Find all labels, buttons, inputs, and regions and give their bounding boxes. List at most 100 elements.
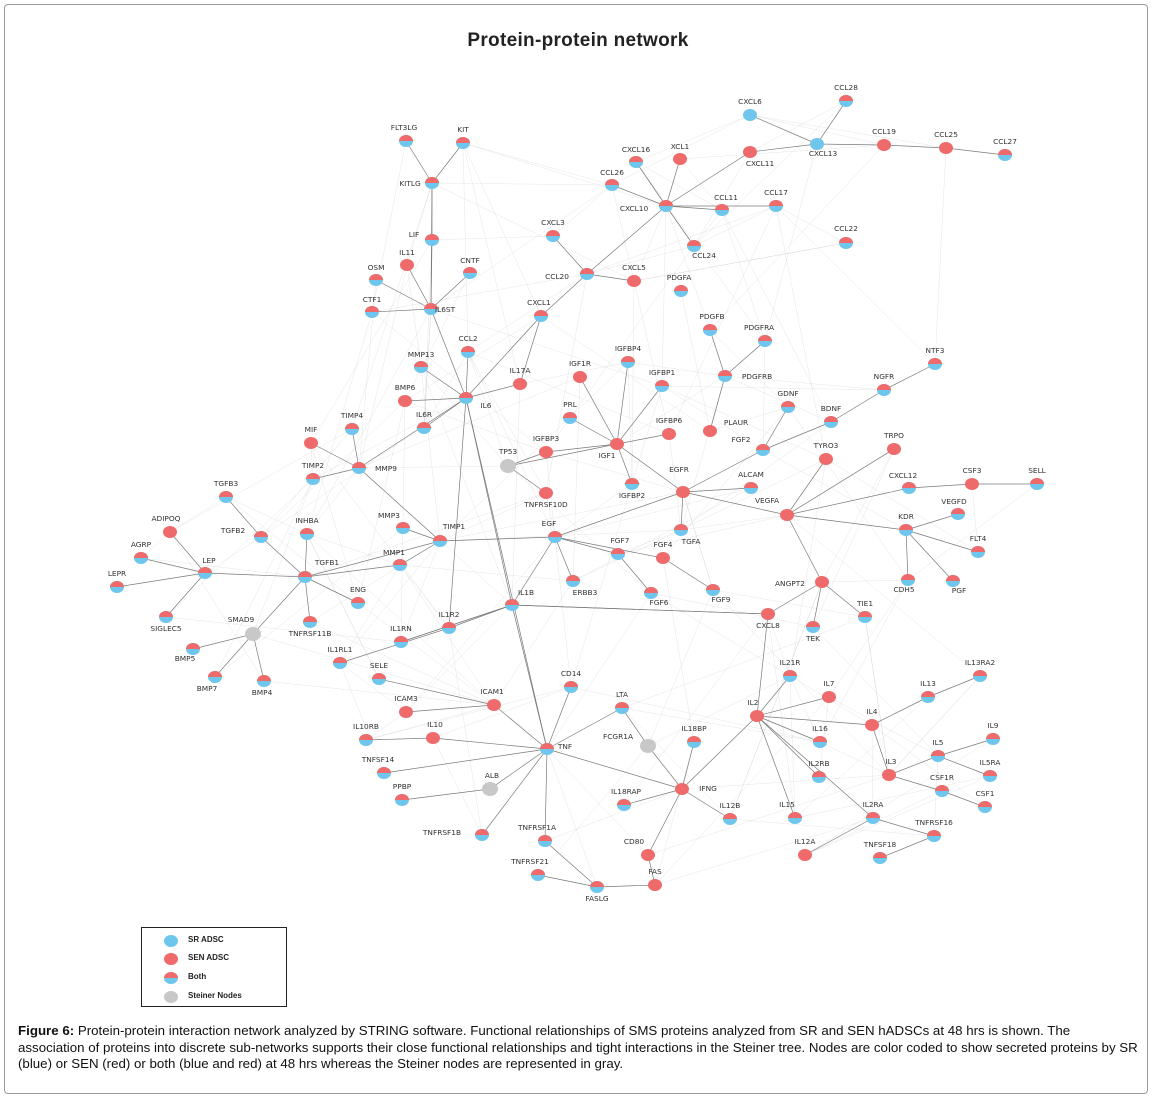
node-ngfr: NGFR [874, 372, 894, 396]
background-edge [572, 487, 752, 582]
edge-xcl1-cxcl10 [665, 158, 681, 207]
node-fill-sen [931, 750, 945, 756]
node-fill-sen [219, 491, 233, 497]
node-fill-sen [257, 675, 271, 681]
edge-il2-il21r [756, 675, 791, 717]
node-label: IGF1 [599, 451, 616, 460]
background-edge [647, 774, 890, 856]
background-edge [554, 487, 752, 538]
node-fill-sen [611, 548, 625, 554]
background-edge [775, 205, 827, 460]
node-fgf6: FGF6 [644, 587, 669, 607]
node-fill-sen [750, 710, 764, 722]
node-il12a: IL12A [795, 837, 816, 861]
node-label: CCL11 [714, 193, 738, 202]
node-label: CTF1 [363, 295, 382, 304]
node-fill-sen [798, 849, 812, 861]
edge-il10-tnf [432, 737, 548, 750]
node-pdgfb: PDGFB [699, 312, 725, 336]
node-fill-sen [758, 335, 772, 341]
edge-il2-il4 [756, 715, 873, 726]
background-edge [729, 818, 935, 837]
background-edge [693, 209, 723, 247]
node-fill-sen [563, 412, 577, 418]
node-fill-sen [921, 691, 935, 697]
node-tgfb1: TGFB1 [298, 558, 339, 583]
edge-tp53-tnfrsf10d [507, 465, 547, 494]
background-edge [358, 465, 509, 469]
node-fill-sen [986, 733, 1000, 739]
node-fill-sen [625, 478, 639, 484]
edge-il4-il3 [871, 724, 890, 776]
background-edge [762, 340, 766, 451]
background-edge [462, 142, 667, 207]
node-ccl28: CCL28 [834, 83, 858, 107]
background-edge [169, 428, 353, 533]
figure-label: Figure 6: [18, 1023, 75, 1038]
edge-angpt2-tie1 [821, 581, 866, 618]
node-tnfrsf16: TNFRSF16 [914, 818, 953, 842]
background-edge [545, 417, 571, 453]
edge-il6-tnf [465, 397, 548, 750]
node-fill-sen [839, 95, 853, 101]
node-igfbp3: IGFBP3 [533, 434, 559, 458]
background-edge [586, 245, 695, 275]
background-edge [405, 604, 513, 713]
node-kdr: KDR [898, 512, 914, 536]
node-faslg: FASLG [585, 881, 609, 903]
edge-tnf-ifng [546, 748, 683, 790]
node-xcl1: XCL1 [671, 142, 690, 165]
background-edge [864, 616, 890, 776]
node-label: IL6 [481, 401, 492, 410]
background-edge [545, 451, 572, 688]
node-fill-sen [433, 535, 447, 541]
background-edge [775, 205, 847, 244]
node-fill-sen [399, 706, 413, 718]
node-fill-sen [1030, 478, 1044, 484]
node-bmp6: BMP6 [395, 383, 416, 407]
background-edge [693, 151, 751, 247]
node-fill-sen [627, 275, 641, 287]
node-label: IL11 [399, 248, 415, 257]
background-edge [448, 627, 483, 836]
edge-ccl20-cxcl1 [540, 273, 588, 317]
edge-igf1r-igf1 [579, 376, 618, 445]
node-fill-sen [674, 285, 688, 291]
node-label: CDH5 [893, 585, 914, 594]
node-label: FGF9 [712, 595, 731, 604]
node-vegfa: VEGFA [755, 496, 794, 521]
edge-cxcl16-cxcl10 [635, 161, 667, 207]
edge-faslg-tnfrsf21 [537, 874, 598, 888]
background-edge [358, 376, 581, 469]
edge-ifng-cd80 [647, 788, 683, 856]
edge-kdr-pgf [905, 529, 954, 582]
background-edge [729, 581, 823, 820]
background-edge [371, 311, 547, 453]
node-label: IGFBP4 [615, 344, 642, 353]
edge-timp1-egf [439, 536, 556, 542]
node-fill-sen [365, 306, 379, 312]
edge-lepr-lep [116, 572, 206, 588]
node-label: XCL1 [671, 142, 690, 151]
node-tnfrsf1a: TNFRSF1A [517, 823, 556, 847]
node-ccl11: CCL11 [714, 193, 738, 216]
node-label: IL12A [795, 837, 816, 846]
node-label: CXCL6 [738, 97, 762, 106]
node-label: IL7 [824, 679, 835, 688]
node-fill-sen [718, 370, 732, 376]
edge-igfbp6-igf1 [616, 433, 670, 445]
node-csf1: CSF1 [976, 789, 995, 813]
node-fill-sr [810, 138, 824, 150]
background-edge [681, 774, 890, 790]
edge-timp2-mmp9 [312, 467, 360, 480]
background-edge [789, 458, 827, 677]
background-edge [764, 143, 818, 342]
node-tnfrsf21: TNFRSF21 [510, 857, 549, 881]
node-egf: EGF [542, 519, 562, 543]
edge-ctf1-il6st [371, 308, 432, 313]
edge-il11-il6st [406, 264, 432, 310]
background-edge [812, 626, 939, 757]
background-edge [439, 492, 547, 542]
node-cdh5: CDH5 [893, 574, 915, 594]
node-flt4: FLT4 [970, 534, 987, 558]
